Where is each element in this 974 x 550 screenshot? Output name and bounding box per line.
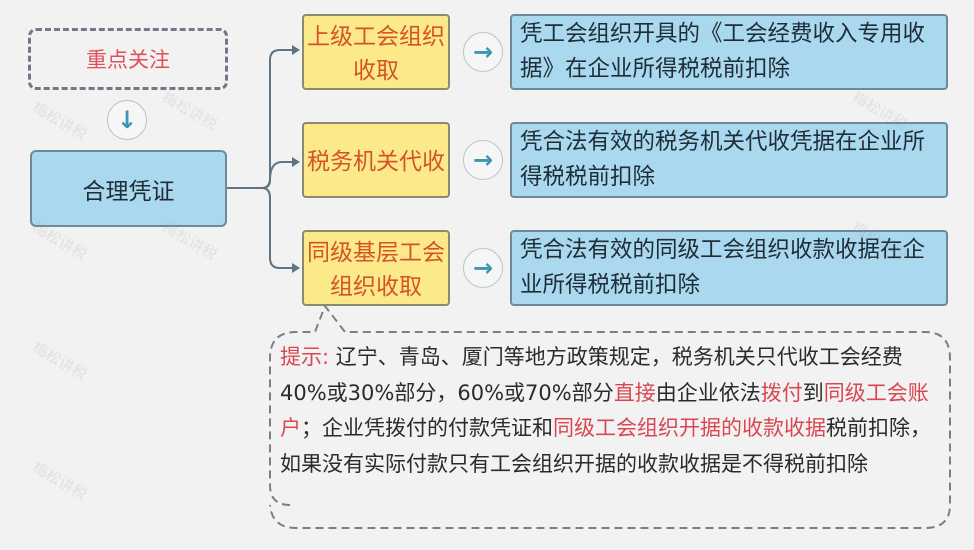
tip-text: 到 bbox=[802, 380, 824, 405]
focus-label-box: 重点关注 bbox=[28, 28, 228, 90]
source-node-2: 税务机关代收 bbox=[302, 122, 450, 198]
tip-text: 辽宁、青岛、厦门等地方政策规定，税务机关只代收工会经费40%或30%部分，60%… bbox=[280, 345, 903, 405]
tip-text: ；企业凭拨付的付款凭证和 bbox=[301, 416, 553, 440]
down-arrow-icon: ↓ bbox=[107, 100, 147, 140]
source-node-3: 同级基层工会组织收取 bbox=[302, 230, 450, 306]
main-node-label: 合理凭证 bbox=[82, 178, 175, 205]
result-node-1: 凭工会组织开具的《工会经费收入专用收据》在企业所得税税前扣除 bbox=[510, 14, 948, 90]
focus-label: 重点关注 bbox=[86, 48, 170, 72]
source-node-1: 上级工会组织收取 bbox=[302, 14, 450, 90]
result-label: 凭合法有效的税务机关代收凭据在企业所得税税前扣除 bbox=[520, 129, 926, 190]
source-label: 税务机关代收 bbox=[307, 148, 445, 175]
tip-highlight: 直接 bbox=[613, 380, 656, 405]
result-label: 凭合法有效的同级工会组织收款收据在企业所得税税前扣除 bbox=[520, 237, 926, 298]
right-arrow-icon: → bbox=[463, 248, 503, 288]
result-node-2: 凭合法有效的税务机关代收凭据在企业所得税税前扣除 bbox=[510, 122, 948, 198]
result-node-3: 凭合法有效的同级工会组织收款收据在企业所得税税前扣除 bbox=[510, 230, 948, 306]
main-node: 合理凭证 bbox=[30, 150, 227, 227]
right-arrow-icon: → bbox=[463, 32, 503, 72]
tip-highlight: 同级工会组织开据的收款收据 bbox=[553, 416, 826, 440]
tip-highlight: 拨付 bbox=[760, 380, 803, 405]
right-arrow-icon: → bbox=[463, 140, 503, 180]
tip-text: 税前扣除，如果没有实际付款只有工会组织开据的收款收据是不得税前扣除 bbox=[280, 416, 931, 476]
source-label: 上级工会组织收取 bbox=[307, 23, 445, 84]
tip-text: 由企业依法 bbox=[655, 380, 761, 405]
tip-label: 提示: bbox=[280, 345, 330, 369]
source-label: 同级基层工会组织收取 bbox=[307, 239, 445, 300]
tip-callout: 提示: 辽宁、青岛、厦门等地方政策规定，税务机关只代收工会经费40%或30%部分… bbox=[270, 332, 950, 530]
result-label: 凭工会组织开具的《工会经费收入专用收据》在企业所得税税前扣除 bbox=[520, 21, 926, 82]
tip-highlight: 同级工会账户 bbox=[280, 380, 929, 441]
